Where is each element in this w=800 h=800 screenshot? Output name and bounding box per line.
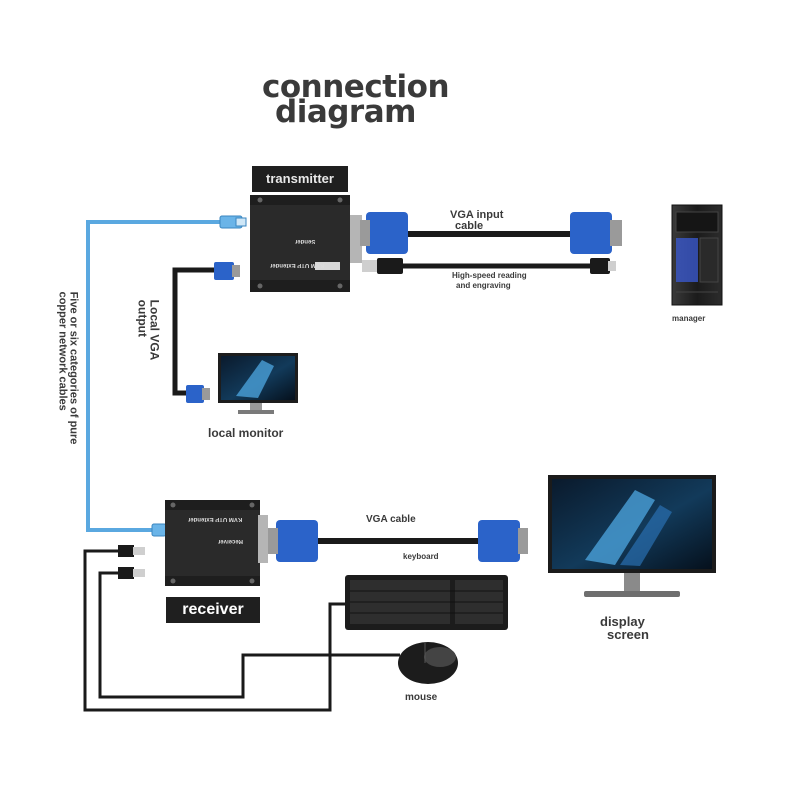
network-cable-line1: Five or six categories of pure (67, 291, 80, 445)
receiver-badge: receiver (166, 597, 260, 623)
mouse-label: mouse (405, 692, 438, 703)
transmitter-badge: transmitter (252, 166, 348, 192)
local-vga-cable (172, 262, 240, 403)
local-vga-output-label: Local VGA output (135, 299, 162, 361)
network-cable-label: Five or six categories of pure copper ne… (56, 291, 80, 445)
vga-cable-label: VGA cable (366, 514, 416, 525)
local-monitor (218, 353, 298, 414)
network-cable (86, 215, 247, 537)
receiver-usb-cables (83, 545, 400, 712)
receiver-device-sub: Receiver (218, 538, 244, 544)
sender-device-sub: Sender (295, 238, 316, 244)
keyboard (345, 575, 508, 630)
vga-input-cable-label-2: cable (455, 220, 484, 232)
local-monitor-label: local monitor (208, 426, 284, 440)
local-vga-output-line1: Local VGA (147, 299, 162, 361)
page-title-line2: diagram (275, 94, 416, 130)
manager-pc (671, 204, 723, 306)
display-screen-label-2: screen (607, 627, 649, 642)
keyboard-label: keyboard (403, 552, 439, 561)
vga-cable (268, 520, 528, 562)
sender-device-title: KVM UTP Extender (270, 262, 325, 268)
display-screen (548, 475, 716, 597)
usb-cable-label-1: High-speed reading (452, 271, 527, 280)
vga-input-cable (360, 212, 622, 254)
receiver-device-title: KVM UTP Extender (188, 516, 243, 522)
transmitter-device (250, 195, 362, 292)
mouse (398, 642, 458, 684)
vga-input-cable-label-1: VGA input (450, 209, 504, 221)
usb-cable-label-2: and engraving (456, 281, 511, 290)
usb-cable (362, 258, 616, 274)
page-title-line1: connection (262, 69, 450, 105)
manager-label: manager (672, 314, 706, 323)
receiver-device (165, 500, 268, 586)
display-screen-label-1: display (600, 614, 645, 629)
network-cable-line2: copper network cables (56, 291, 69, 411)
